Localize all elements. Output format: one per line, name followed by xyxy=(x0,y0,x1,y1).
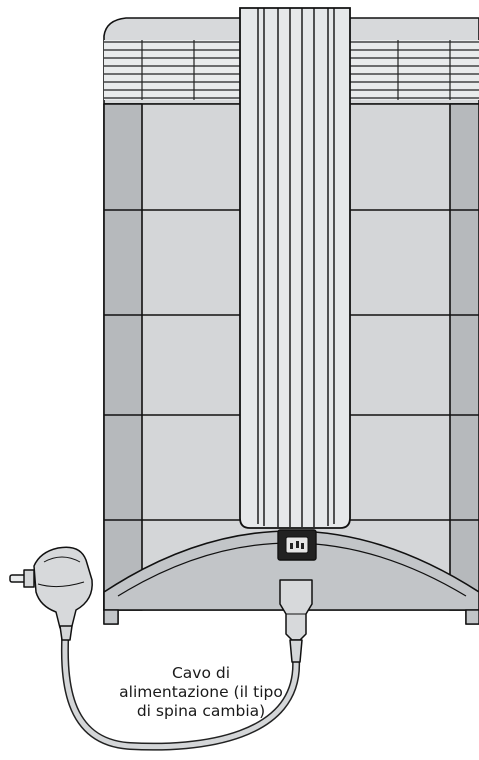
wall-plug xyxy=(9,546,93,641)
left-side-strip xyxy=(103,103,143,611)
right-foot xyxy=(465,609,479,625)
power-socket xyxy=(277,529,317,561)
left-foot xyxy=(103,609,119,625)
power-cable xyxy=(60,618,301,751)
appliance-connector xyxy=(279,579,313,663)
power-cord-caption: Cavo di alimentazione (il tipo di spina … xyxy=(84,664,318,721)
right-side-strip xyxy=(449,103,479,611)
center-column xyxy=(239,7,351,529)
caption-line-1: Cavo di xyxy=(171,664,231,682)
caption-line-2: alimentazione (il tipo xyxy=(119,683,283,701)
caption-line-3: di spina cambia) xyxy=(136,702,266,720)
